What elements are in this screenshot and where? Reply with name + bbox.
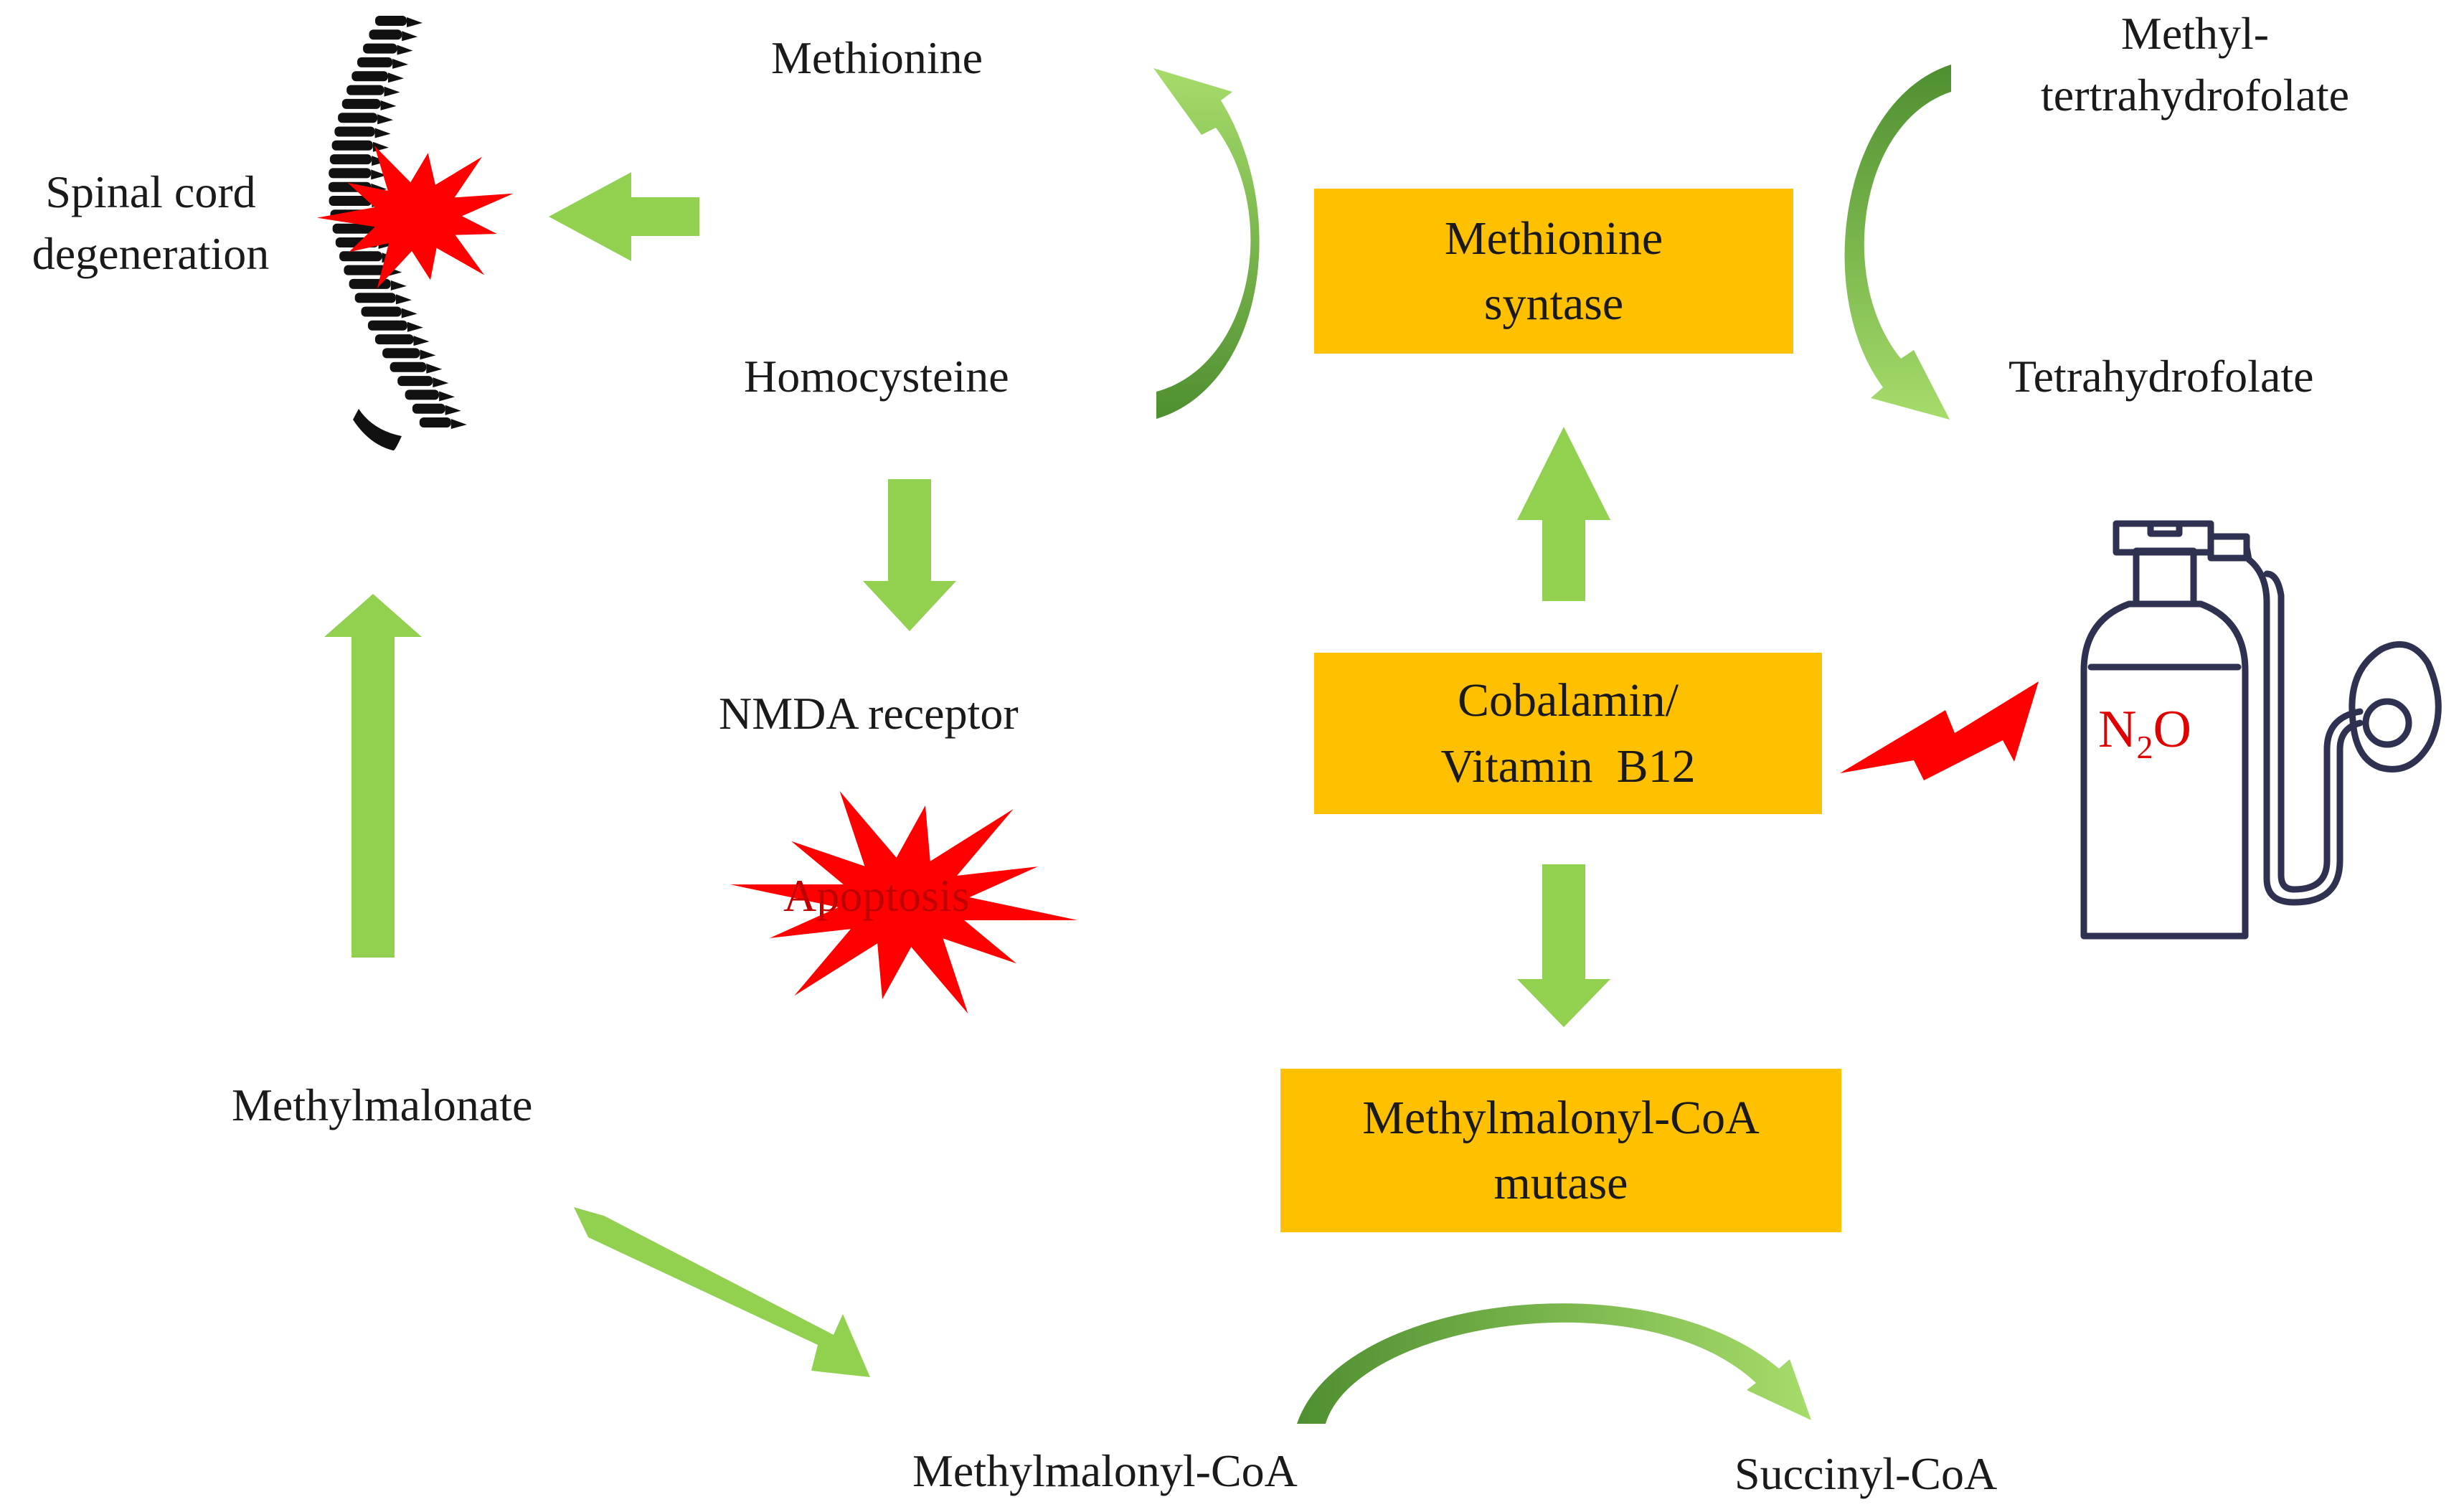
spinal-line-1: Spinal cord — [45, 166, 256, 217]
spine-process — [397, 44, 413, 55]
succinyl-coa-label: Succinyl-CoA — [1734, 1448, 1998, 1499]
spine-process — [433, 377, 449, 388]
curve-methylmalonyl-to-succinyl — [1297, 1303, 1811, 1424]
arrow-cobalamin-to-synthase — [1517, 427, 1610, 601]
methionine-synthase-line-1: Methionine — [1444, 212, 1663, 265]
cobalamin-line-1: Cobalamin/ — [1458, 674, 1679, 727]
spine-vertebra — [339, 251, 382, 262]
apoptosis-label: Apoptosis — [783, 870, 970, 921]
curve-homocysteine-to-methionine — [1153, 68, 1260, 419]
spine-process — [371, 169, 387, 180]
spine-vertebra — [405, 389, 439, 400]
spine-process — [439, 391, 455, 402]
methionine-label: Methionine — [771, 32, 983, 83]
spine-vertebra — [346, 85, 384, 95]
spine-vertebra — [412, 403, 445, 414]
cobalamin-box: Cobalamin/ Vitamin B12 — [1314, 653, 1822, 814]
n2o-o: O — [2153, 700, 2191, 759]
spine-coccyx — [353, 409, 402, 451]
spinal-line-2: degeneration — [32, 228, 270, 280]
spine-process — [407, 17, 423, 27]
spine-vertebra — [331, 140, 373, 151]
mutase-line-2: mutase — [1493, 1157, 1628, 1209]
spine-vertebra — [361, 306, 402, 317]
arrow-cobalamin-to-mutase — [1517, 864, 1610, 1027]
spine-process — [388, 72, 404, 83]
methyl-thf-line-2: tertrahydrofolate — [2041, 70, 2349, 121]
spine-vertebra — [351, 71, 388, 82]
spine-process — [374, 128, 391, 138]
spine-vertebra — [338, 113, 378, 123]
methionine-synthase-line-2: syntase — [1483, 278, 1624, 330]
spine-vertebra — [334, 126, 375, 137]
cobalamin-line-2: Vitamin B12 — [1440, 740, 1696, 793]
tetrahydrofolate-label: Tetrahydrofolate — [2009, 351, 2314, 402]
spine-vertebra — [369, 29, 402, 40]
spine-vertebra — [367, 320, 407, 331]
n2o-label: N2O — [2098, 699, 2191, 766]
spine-vertebra — [344, 265, 387, 275]
methionine-synthase-box: Methionine syntase — [1314, 189, 1793, 354]
spine-process — [426, 363, 443, 374]
spine-vertebra — [390, 362, 427, 372]
spine-vertebra — [397, 376, 433, 387]
spine-vertebra — [329, 154, 372, 165]
spine-process — [401, 308, 417, 318]
spine-process — [445, 405, 461, 415]
spine-process — [395, 294, 412, 305]
nmda-receptor-label: NMDA receptor — [719, 688, 1019, 739]
gas-tank-icon — [2080, 520, 2364, 940]
spine-vertebra — [349, 278, 391, 289]
apoptosis-burst-icon — [730, 790, 1078, 1014]
methylmalonyl-coa-label: Methylmalonyl-CoA — [912, 1445, 1298, 1496]
spine-vertebra — [363, 43, 397, 54]
spine-process — [402, 31, 418, 42]
spine-vertebra — [341, 98, 381, 109]
spine-vertebra — [357, 57, 393, 67]
spine-process — [407, 321, 423, 332]
spine-vertebra — [374, 334, 414, 345]
arrow-methylmalonate-to-spine — [324, 594, 422, 958]
spine-vertebra — [354, 293, 396, 303]
spine-process — [392, 58, 409, 69]
spine-vertebra — [329, 196, 372, 206]
methylmalonyl-coa-mutase-box: Methylmalonyl-CoA mutase — [1280, 1069, 1841, 1232]
arrow-homocysteine-to-nmda — [863, 479, 956, 631]
arrow-to-spinal-degeneration — [549, 172, 699, 261]
n2o-subscript: 2 — [2136, 728, 2153, 765]
spine-process — [377, 114, 394, 125]
spinal-cord-degeneration-label: Spinal cord degeneration — [0, 161, 301, 285]
spine-process — [450, 419, 467, 429]
spine-process — [413, 336, 430, 346]
mask-icon — [2349, 641, 2442, 772]
curve-methylthf-to-thf — [1844, 65, 1951, 420]
arrow-methylmalonate-to-methylmalonyl-coa — [574, 1207, 870, 1377]
spine-vertebra — [419, 417, 451, 427]
spine-process — [380, 100, 397, 110]
spine-process — [384, 86, 400, 97]
methyl-thf-line-1: Methyl- — [2120, 8, 2270, 59]
lightning-bolt-icon — [1840, 681, 2039, 780]
burst-icon — [317, 146, 514, 288]
n2o-n: N — [2098, 700, 2137, 759]
methylmalonate-label: Methylmalonate — [232, 1079, 533, 1130]
methyl-thf-label: Methyl- tertrahydrofolate — [1994, 3, 2396, 127]
spine-vertebra — [382, 348, 420, 359]
spine-process — [390, 280, 407, 290]
spine-process — [420, 349, 436, 360]
spine-vertebra — [375, 16, 407, 26]
mutase-line-1: Methylmalonyl-CoA — [1362, 1091, 1760, 1144]
spine-vertebra — [332, 223, 376, 234]
homocysteine-label: Homocysteine — [744, 351, 1009, 402]
spine-vertebra — [329, 168, 372, 179]
